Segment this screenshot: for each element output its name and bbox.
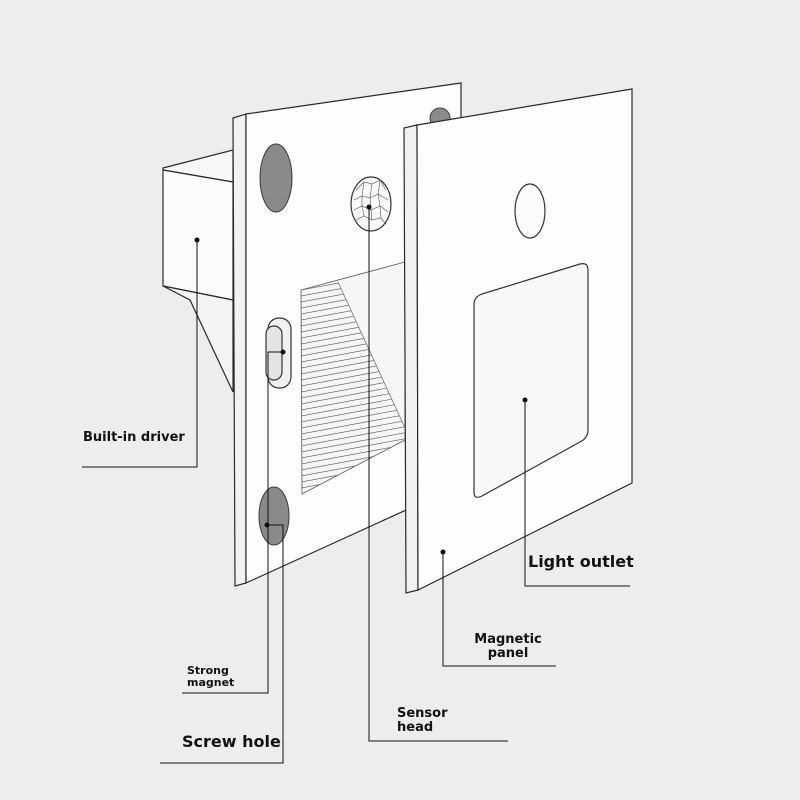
dot-screw-hole: [264, 522, 270, 528]
leader-light-outlet: [524, 400, 630, 587]
label-strong-magnet-line2: magnet: [187, 676, 235, 690]
screw-hole-magnet: [258, 486, 290, 546]
recess-diagonal: [337, 281, 406, 429]
dot-strong-magnet: [280, 349, 286, 355]
sensor-head: [350, 176, 392, 232]
label-sensor-head: Sensor head: [397, 706, 448, 736]
leader-strong-magnet: [182, 351, 283, 694]
leader-screw-hole: [160, 524, 284, 764]
label-strong-magnet: Strong magnet: [187, 664, 235, 690]
mounting-plate-edge: [232, 113, 247, 587]
sensor-window: [514, 183, 546, 239]
leader-magnetic-panel: [442, 552, 556, 667]
leader-lines: [82, 207, 630, 764]
dot-sensor-head: [366, 204, 372, 210]
magnetic-front-panel: [403, 88, 633, 594]
dot-magnetic-panel: [440, 549, 446, 555]
label-sensor-head-line1: Sensor: [397, 706, 448, 721]
label-magnetic-panel: Magnetic panel: [463, 632, 553, 662]
light-outlet-window: [473, 263, 589, 498]
label-screw-hole: Screw hole: [182, 732, 281, 751]
leader-sensor-head: [368, 207, 508, 742]
housing-front-face: [162, 169, 234, 301]
leader-built-in-driver: [82, 240, 198, 468]
label-built-in-driver: Built-in driver: [83, 430, 185, 445]
magnet-top-left: [259, 143, 293, 213]
label-magnetic-panel-line1: Magnetic: [474, 632, 542, 647]
label-light-outlet: Light outlet: [528, 552, 634, 571]
dot-built-in-driver: [194, 237, 200, 243]
label-magnetic-panel-line2: panel: [487, 646, 529, 662]
housing-lower-face: [162, 285, 234, 393]
label-strong-magnet-line1: Strong: [187, 664, 229, 677]
dot-light-outlet: [522, 397, 528, 403]
front-panel-edge: [403, 124, 419, 594]
leader-dots: [194, 204, 528, 555]
label-sensor-head-line2: head: [397, 720, 434, 736]
driver-housing: [162, 149, 234, 393]
